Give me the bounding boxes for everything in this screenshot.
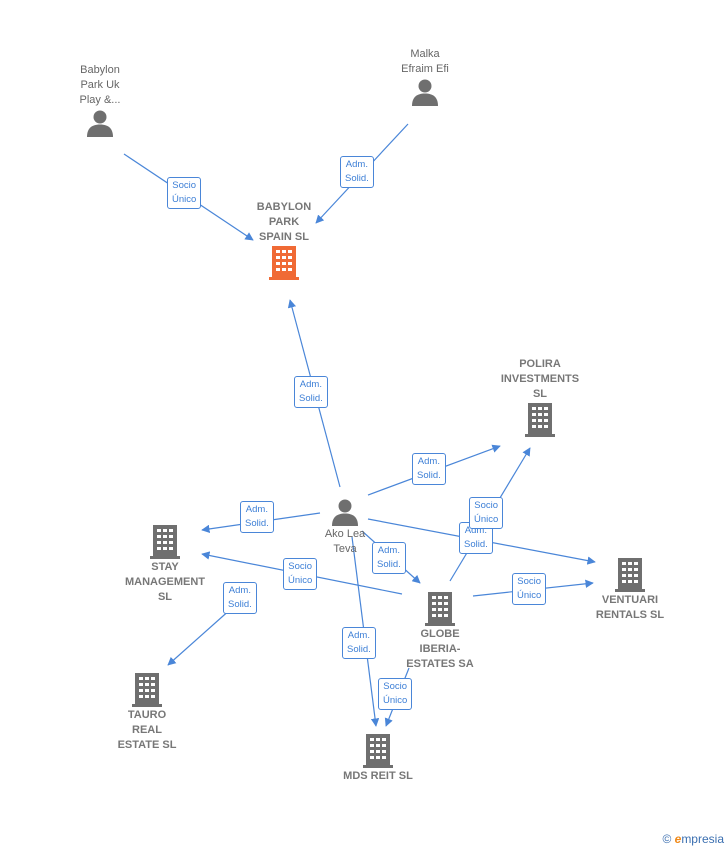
building-icon <box>363 734 393 768</box>
node-label: BABYLON PARK SPAIN SL <box>256 201 312 243</box>
node-label: VENTUARI RENTALS SL <box>595 594 665 621</box>
edge-arrow <box>167 607 233 666</box>
company-node-ventuari-rentals[interactable]: VENTUARI RENTALS SL <box>575 557 685 623</box>
edge-label-socio-unico[interactable]: Socio Único <box>167 177 202 209</box>
node-label: Ako Lea Teva <box>324 528 366 555</box>
edge-label-socio-unico[interactable]: Socio Único <box>378 678 413 710</box>
edge-label-socio-unico[interactable]: Socio Único <box>469 497 504 529</box>
node-label: MDS REIT SL <box>343 770 413 782</box>
company-node-babylon-park-spain[interactable]: BABYLON PARK SPAIN SL <box>234 200 334 281</box>
edge-label-adm-solid[interactable]: Adm. Solid. <box>294 376 328 408</box>
node-label: POLIRA INVESTMENTS SL <box>500 358 580 400</box>
edge-label-socio-unico[interactable]: Socio Único <box>512 573 547 605</box>
company-node-tauro-real-estate[interactable]: TAURO REAL ESTATE SL <box>97 672 197 753</box>
node-label: TAURO REAL ESTATE SL <box>117 709 177 751</box>
edge-label-adm-solid[interactable]: Adm. Solid. <box>412 453 446 485</box>
person-icon <box>412 79 438 106</box>
company-node-polira-investments[interactable]: POLIRA INVESTMENTS SL <box>485 357 595 438</box>
node-label: STAY MANAGEMENT SL <box>124 561 206 603</box>
person-node-malka-efraim-efi[interactable]: Malka Efraim Efi <box>385 47 465 107</box>
building-icon <box>150 525 180 559</box>
brand-name: mpresia <box>681 832 724 846</box>
brand-logo[interactable]: © empresia <box>662 832 724 846</box>
building-icon <box>525 403 555 437</box>
company-node-stay-management[interactable]: STAY MANAGEMENT SL <box>110 524 220 605</box>
edge-label-adm-solid[interactable]: Adm. Solid. <box>342 627 376 659</box>
building-icon <box>615 558 645 592</box>
building-icon <box>425 592 455 626</box>
building-icon <box>269 246 299 280</box>
edge-label-adm-solid[interactable]: Adm. Solid. <box>372 542 406 574</box>
company-node-globe-iberia-estates[interactable]: GLOBE IBERIA- ESTATES SA <box>390 591 490 672</box>
node-label: Babylon Park Uk Play &... <box>79 64 121 106</box>
person-node-babylon-park-uk[interactable]: Babylon Park Uk Play &... <box>60 63 140 138</box>
copyright-symbol: © <box>662 832 672 846</box>
edge-label-adm-solid[interactable]: Adm. Solid. <box>340 156 374 188</box>
edge-label-adm-solid[interactable]: Adm. Solid. <box>240 501 274 533</box>
person-icon <box>87 110 113 137</box>
node-label: GLOBE IBERIA- ESTATES SA <box>406 628 474 670</box>
building-icon <box>132 673 162 707</box>
company-node-mds-reit[interactable]: MDS REIT SL <box>328 733 428 784</box>
brand-initial: e <box>674 832 682 846</box>
edge-label-adm-solid[interactable]: Adm. Solid. <box>223 582 257 614</box>
node-label: Malka Efraim Efi <box>401 48 449 75</box>
person-icon <box>332 499 358 526</box>
edge-label-socio-unico[interactable]: Socio Único <box>283 558 318 590</box>
person-node-ako-lea-teva[interactable]: Ako Lea Teva <box>305 497 385 557</box>
